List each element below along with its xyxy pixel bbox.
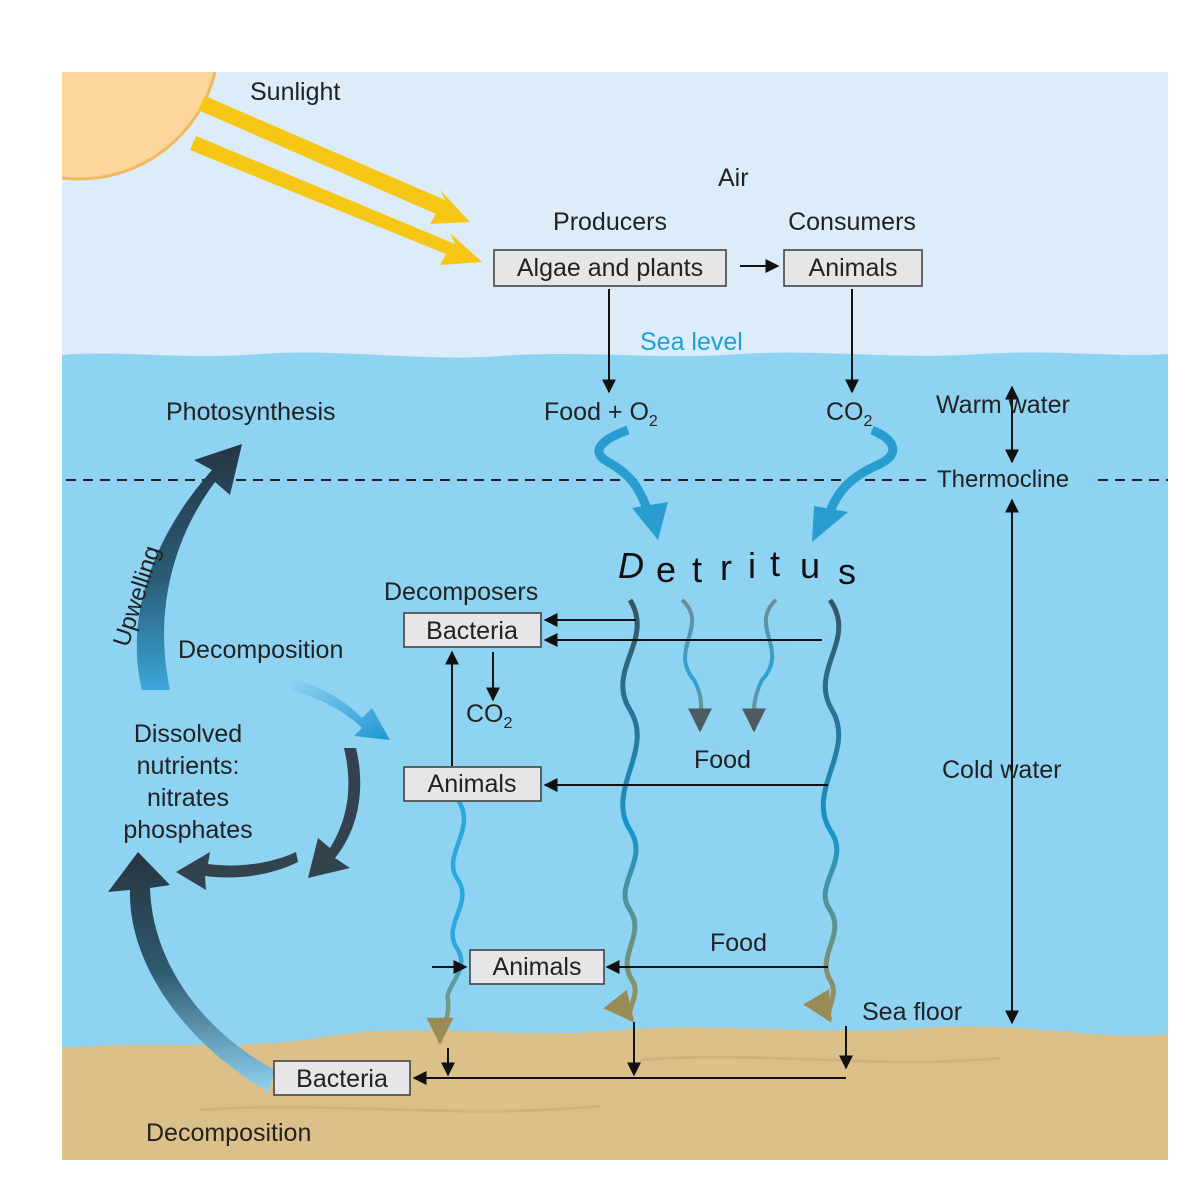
svg-text:nutrients:: nutrients:	[137, 752, 240, 780]
animals-mid-label: Animals	[428, 770, 517, 798]
photosynthesis-label: Photosynthesis	[166, 398, 336, 426]
nutrient-return-arrows	[176, 748, 361, 890]
co2-mid-label: CO2	[466, 700, 513, 732]
bacteria-decomposer-box	[403, 612, 542, 648]
algae-and-plants-label: Algae and plants	[517, 254, 703, 282]
detritus-inflow-arrows	[594, 425, 898, 542]
sunlight-ray-arrows	[190, 96, 482, 265]
animals-mid-box	[403, 766, 542, 802]
sunlight-label: Sunlight	[250, 78, 340, 106]
water-region	[62, 352, 1168, 1051]
svg-text:nitrates: nitrates	[147, 784, 229, 812]
mid-decomposition-arrow	[292, 678, 390, 740]
decomposition-mid-label: Decomposition	[178, 636, 343, 664]
food-low-label: Food	[710, 929, 767, 957]
detritus-falling-streams	[426, 598, 842, 1045]
consumer-animals-box	[783, 249, 923, 287]
bacteria-floor-box	[273, 1060, 411, 1096]
svg-text:i: i	[748, 545, 756, 586]
sea-floor-label: Sea floor	[862, 998, 962, 1026]
decomposition-bottom-label: Decomposition	[146, 1119, 311, 1147]
bottom-decomposition-arrow	[108, 852, 275, 1092]
svg-text:u: u	[800, 545, 820, 586]
decomposers-label: Decomposers	[384, 578, 538, 606]
food-o2-label: Food + O2	[544, 398, 658, 430]
animals-low-label: Animals	[493, 953, 582, 981]
air-label: Air	[718, 164, 749, 192]
warm-water-label: Warm water	[936, 391, 1070, 419]
svg-text:t: t	[770, 543, 780, 584]
svg-text:s: s	[838, 551, 856, 592]
sea-level-label: Sea level	[640, 328, 743, 356]
svg-text:t: t	[692, 549, 702, 590]
thermocline-label: Thermocline	[937, 466, 1069, 493]
svg-text:phosphates: phosphates	[123, 816, 252, 844]
bacteria-floor-label: Bacteria	[296, 1065, 388, 1093]
svg-text:D: D	[618, 545, 644, 586]
producers-label: Producers	[553, 208, 667, 236]
bacteria-decomposer-label: Bacteria	[426, 617, 518, 645]
animals-low-box	[469, 949, 605, 985]
consumers-label: Consumers	[788, 208, 916, 236]
food-mid-label: Food	[694, 746, 751, 774]
cold-water-label: Cold water	[942, 756, 1062, 784]
algae-and-plants-box	[493, 249, 727, 287]
svg-text:e: e	[656, 549, 676, 590]
detritus-label: D e t r i t u s	[618, 543, 856, 592]
sea-floor-sand	[62, 1026, 1168, 1160]
dissolved-nutrients-label: Dissolved nutrients: nitrates phosphates	[123, 720, 252, 844]
co2-top-label: CO2	[826, 398, 873, 430]
svg-text:Dissolved: Dissolved	[134, 720, 242, 748]
svg-text:r: r	[720, 547, 732, 588]
consumer-animals-label: Animals	[809, 254, 898, 282]
upwelling-arrow	[136, 444, 242, 690]
